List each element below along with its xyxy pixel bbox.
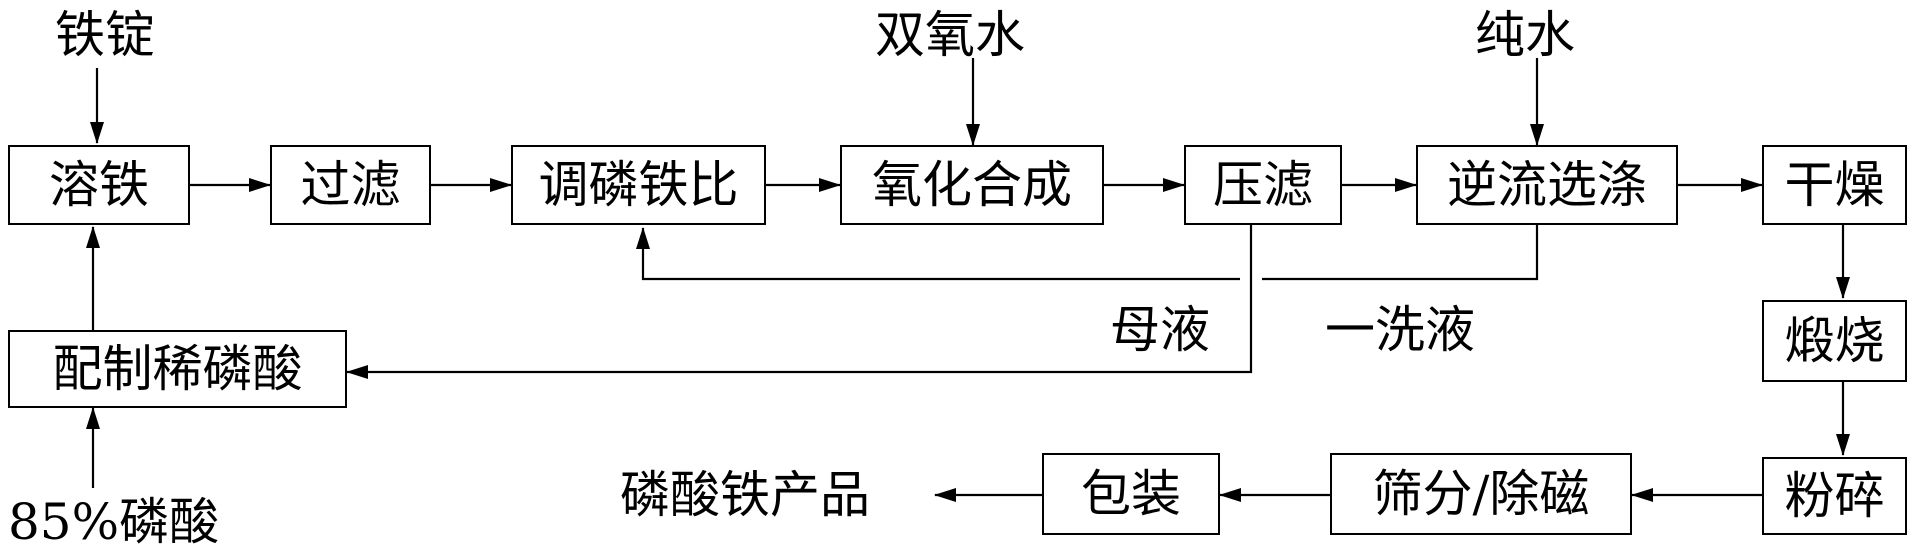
step-prepare-dilute-acid: 配制稀磷酸 bbox=[8, 330, 347, 408]
step-countercurrent-wash: 逆流选涤 bbox=[1416, 145, 1678, 225]
step-dissolve-iron: 溶铁 bbox=[8, 145, 190, 225]
label-mother-liquor: 母液 bbox=[1110, 301, 1210, 359]
label-first-wash-liquor: 一洗液 bbox=[1325, 301, 1475, 359]
step-package: 包装 bbox=[1042, 453, 1220, 535]
step-press-filter: 压滤 bbox=[1184, 145, 1342, 225]
step-adjust-p-fe-ratio: 调磷铁比 bbox=[511, 145, 766, 225]
step-dry: 干燥 bbox=[1762, 145, 1907, 225]
step-oxidation-synthesis: 氧化合成 bbox=[840, 145, 1104, 225]
wash-liquor-line bbox=[1262, 225, 1539, 281]
input-pure-water: 纯水 bbox=[1475, 6, 1575, 64]
output-product: 磷酸铁产品 bbox=[620, 466, 870, 524]
wash-liquor-return-line bbox=[636, 227, 1240, 281]
input-hydrogen-peroxide: 双氧水 bbox=[875, 6, 1025, 64]
step-filter: 过滤 bbox=[270, 145, 431, 225]
mother-liquor-line bbox=[346, 225, 1253, 379]
input-iron-ingot: 铁锭 bbox=[55, 6, 155, 64]
step-crush: 粉碎 bbox=[1762, 457, 1907, 535]
step-calcine: 煅烧 bbox=[1762, 300, 1907, 382]
step-sieve-demagnetize: 筛分/除磁 bbox=[1330, 453, 1632, 535]
input-phosphoric-acid-85: 85%磷酸 bbox=[8, 493, 220, 551]
